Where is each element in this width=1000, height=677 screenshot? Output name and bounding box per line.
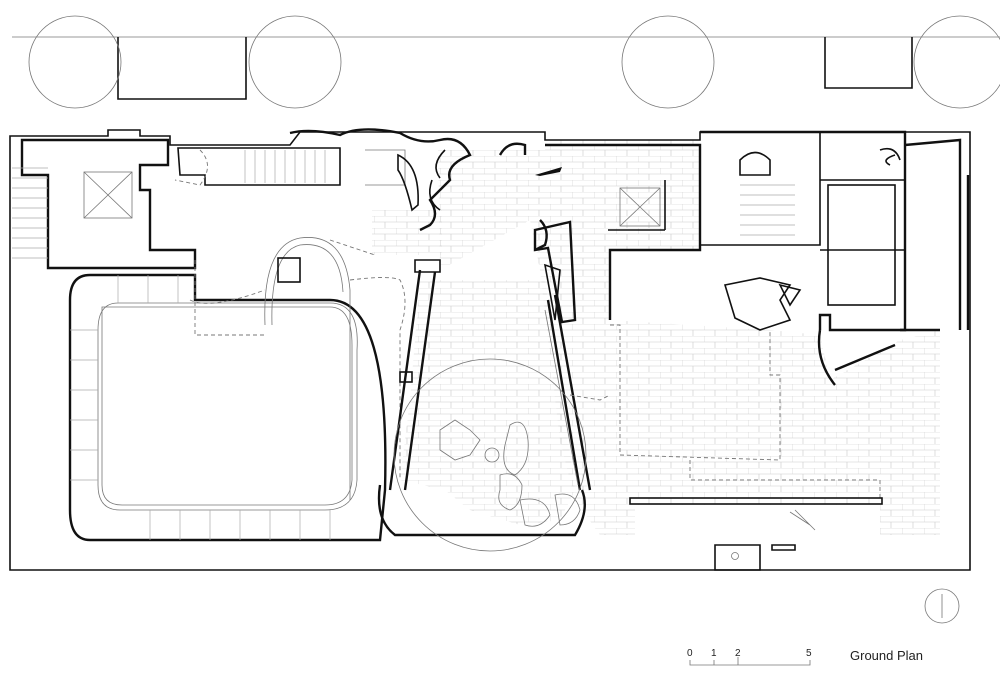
lift-shaft — [83, 171, 133, 219]
street-trees — [28, 15, 1000, 109]
tree-canopy-1 — [28, 15, 122, 109]
west-block — [12, 138, 197, 270]
scale-bar: 0 1 2 5 — [687, 648, 812, 666]
east-building — [700, 130, 970, 386]
central-service-block — [545, 143, 702, 320]
courtyard-walls — [377, 259, 592, 552]
scale-tick-5: 5 — [806, 648, 812, 659]
plan-title: Ground Plan — [850, 648, 923, 663]
scale-tick-1: 1 — [711, 648, 717, 659]
central-stair — [177, 147, 419, 212]
north-arrow — [924, 588, 960, 624]
tree-canopy-2 — [248, 15, 342, 109]
street-edge — [12, 36, 1000, 100]
scale-tick-2: 2 — [735, 648, 741, 659]
tree-canopy-4 — [913, 15, 1000, 109]
bench-wall — [629, 497, 883, 531]
tree-canopy-3 — [621, 15, 715, 109]
pool-court — [68, 149, 406, 542]
bottom-entry — [714, 544, 796, 571]
roof-outline — [569, 324, 881, 500]
courtyard-tree-canopy — [393, 358, 587, 552]
brick-paving — [372, 140, 940, 535]
garden-walls — [289, 128, 548, 252]
sculptural-wall — [533, 167, 577, 324]
lift-shaft-2 — [619, 187, 661, 227]
scale-tick-0: 0 — [687, 648, 693, 659]
site-boundary — [9, 129, 971, 571]
